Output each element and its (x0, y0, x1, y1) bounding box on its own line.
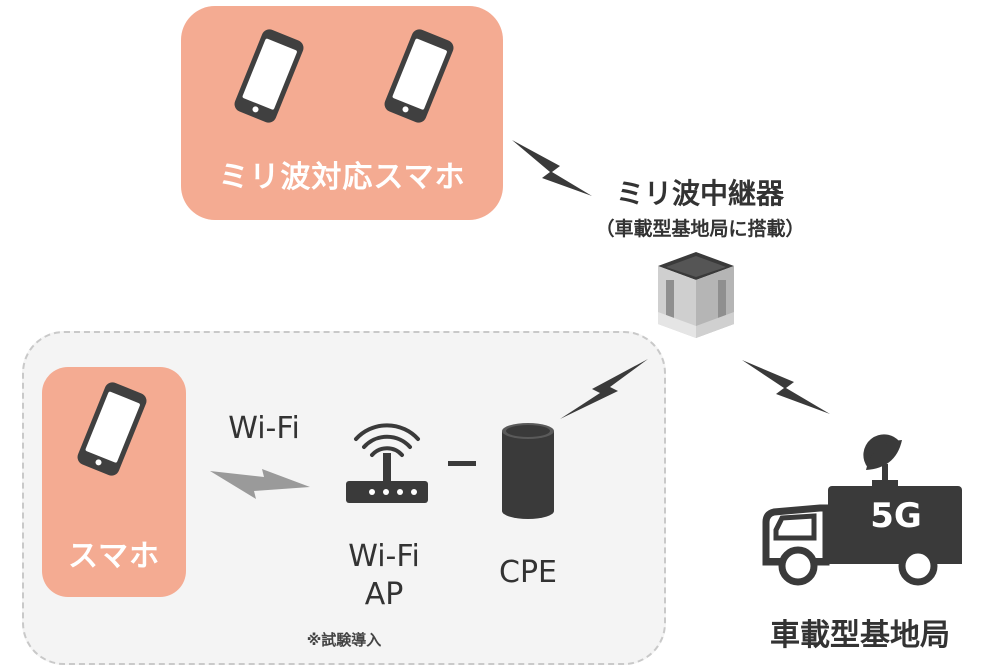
wifi-link-label: Wi-Fi (228, 411, 300, 446)
satellite-dish-icon (863, 434, 902, 486)
smartphone-icon (234, 29, 304, 123)
cpe-label: CPE (499, 555, 557, 590)
smartphone-icon (384, 29, 454, 123)
mmwave-smartphone-group: ミリ波対応スマホ (181, 6, 503, 220)
truck-icon (762, 434, 962, 586)
repeater-box-icon (658, 252, 734, 338)
mmwave-smartphone-label: ミリ波対応スマホ (218, 160, 466, 195)
repeater-subtitle: （車載型基地局に搭載） (595, 218, 805, 240)
ap-label-line2: AP (364, 577, 404, 612)
5g-badge: 5G (870, 496, 922, 536)
repeater-title: ミリ波中継器 (615, 177, 784, 210)
smartphone-box: スマホ (42, 367, 186, 597)
lightning-bolt-icon (742, 360, 830, 414)
lightning-bolt-icon (512, 140, 592, 196)
base-station-label: 車載型基地局 (770, 618, 950, 653)
wifi-router-icon (346, 423, 428, 503)
lightning-bolt-icon (560, 359, 648, 419)
wired-connector (448, 461, 476, 466)
smartphone-icon (77, 382, 147, 476)
trial-note: ※試験導入 (306, 631, 382, 649)
cpe-cylinder-icon (502, 423, 554, 519)
lightning-bolt-icon (210, 469, 310, 499)
ap-label-line1: Wi-Fi (348, 539, 420, 574)
trial-area: スマホ Wi-Fi Wi-Fi AP CPE ※試験導入 (22, 331, 666, 665)
smartphone-label: スマホ (67, 539, 161, 574)
